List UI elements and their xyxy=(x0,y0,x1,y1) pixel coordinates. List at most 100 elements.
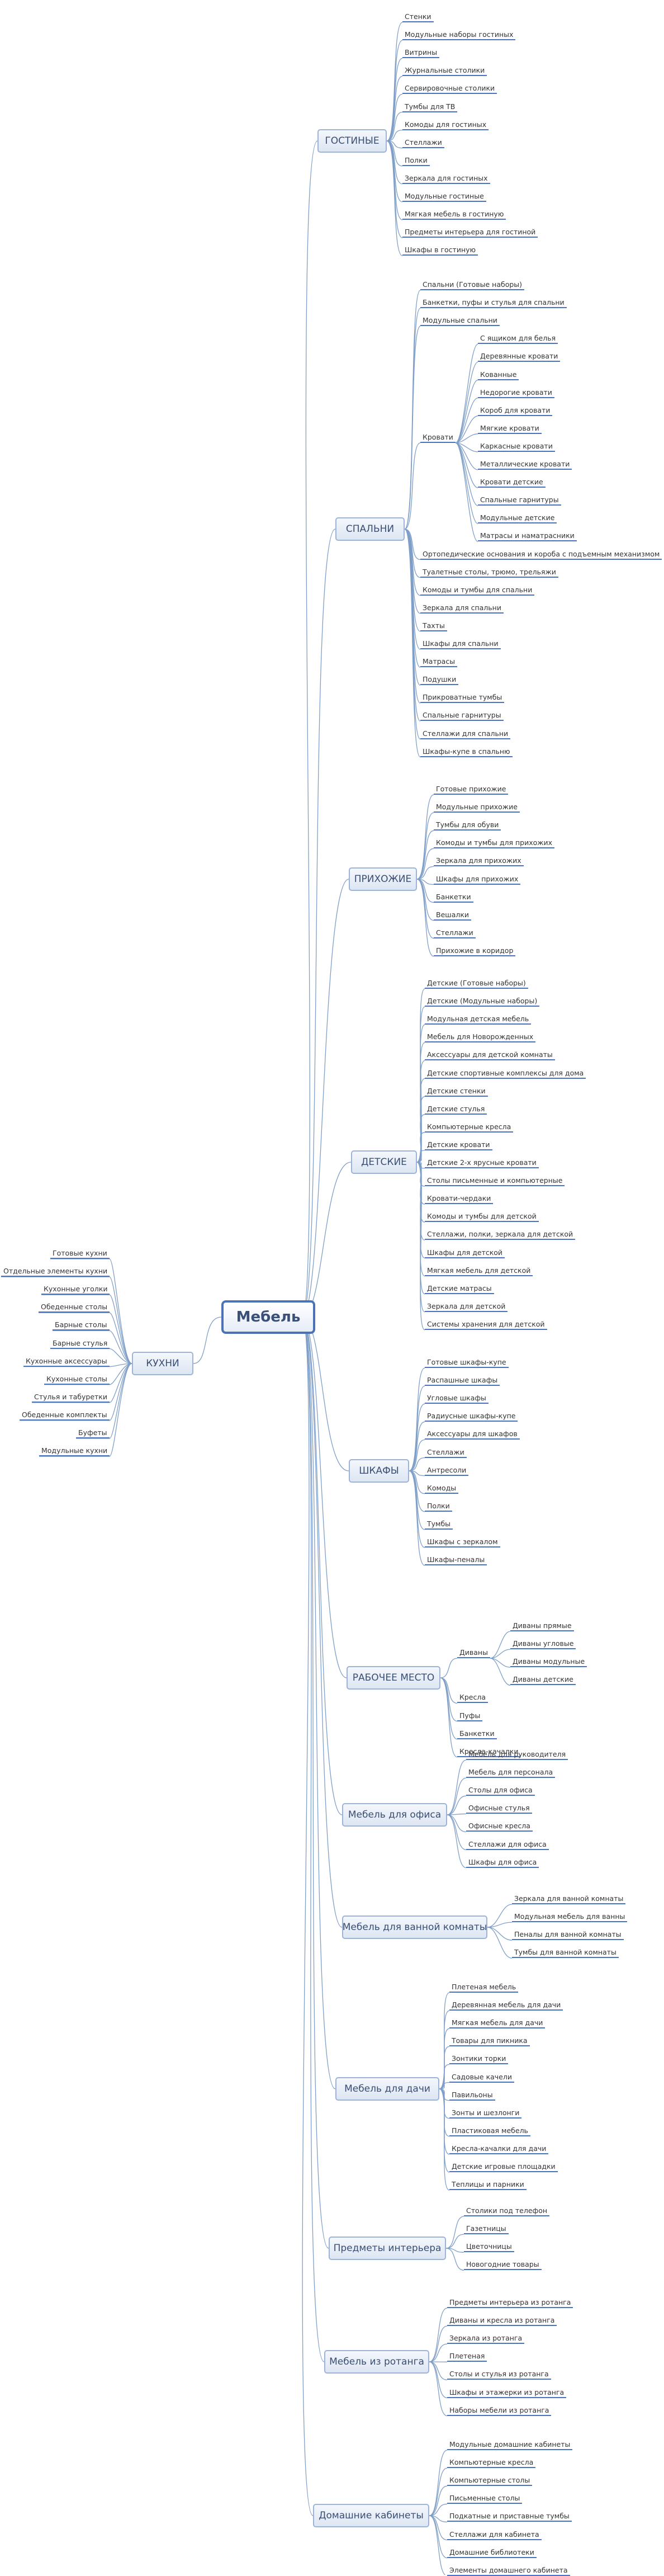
sub-item[interactable]: Кресла-качалки xyxy=(457,1747,521,1757)
branch-node-6[interactable]: РАБОЧЕЕ МЕСТО xyxy=(347,1666,440,1690)
sub-item[interactable]: Детские 2-х ярусные кровати xyxy=(425,1158,539,1168)
sub-item[interactable]: Стеллажи xyxy=(434,928,476,938)
sub-item[interactable]: Матрасы xyxy=(420,657,458,668)
branch-node-10[interactable]: Предметы интерьера xyxy=(329,2237,446,2260)
sub-item[interactable]: Павильоны xyxy=(449,2091,495,2101)
sub-item[interactable]: Письменные столы xyxy=(447,2494,523,2504)
sub-item[interactable]: Газетницы xyxy=(464,2224,509,2235)
sub-item[interactable]: Журнальные столики xyxy=(402,66,487,77)
sub-item[interactable]: Комоды xyxy=(425,1484,459,1494)
sub-item[interactable]: Столики под телефон xyxy=(464,2206,550,2216)
sub-item[interactable]: Деревянная мебель для дачи xyxy=(449,2001,563,2011)
sub-item[interactable]: Буфеты xyxy=(76,1428,110,1438)
sub-item[interactable]: Обеденные столы xyxy=(39,1303,110,1313)
sub-item[interactable]: Плетеная xyxy=(447,2352,487,2362)
sub-item[interactable]: Зеркала из ротанга xyxy=(447,2334,525,2344)
sub-item[interactable]: Модульные спальни xyxy=(420,316,500,327)
sub-item[interactable]: Пеналы для ванной комнаты xyxy=(512,1930,624,1941)
sub-item[interactable]: Плетеная мебель xyxy=(449,1983,519,1993)
child-item[interactable]: Модульные детские xyxy=(478,513,557,524)
child-item[interactable]: Металлические кровати xyxy=(478,460,572,470)
child-item[interactable]: Короб для кровати xyxy=(478,406,553,416)
sub-item[interactable]: Угловые шкафы xyxy=(425,1394,488,1404)
sub-item[interactable]: Кухонные аксессуары xyxy=(23,1357,110,1367)
sub-item[interactable]: Пуфы xyxy=(457,1711,483,1721)
sub-item[interactable]: Антресоли xyxy=(425,1466,469,1476)
sub-item[interactable]: Модульные гостиные xyxy=(402,192,486,202)
sub-item[interactable]: Новогодние товары xyxy=(464,2260,542,2271)
sub-item[interactable]: Комоды и тумбы для детской xyxy=(425,1212,539,1223)
sub-item[interactable]: Теплицы и парники xyxy=(449,2180,527,2191)
sub-item[interactable]: Стеллажи xyxy=(402,138,444,148)
sub-item[interactable]: Модульные кухни xyxy=(39,1446,110,1457)
sub-item[interactable]: Аксессуары для шкафов xyxy=(425,1429,520,1440)
sub-item[interactable]: Кухонные уголки xyxy=(41,1285,110,1295)
sub-item[interactable]: Стеллажи для кабинета xyxy=(447,2530,542,2540)
sub-item[interactable]: Стеллажи для спальни xyxy=(420,729,511,739)
sub-item[interactable]: Модульная мебель для ванны xyxy=(512,1912,628,1923)
sub-item[interactable]: Подкатные и приставные тумбы xyxy=(447,2512,572,2522)
sub-item[interactable]: Мягкая мебель для детской xyxy=(425,1266,533,1276)
branch-node-13[interactable]: КУХНИ xyxy=(132,1352,193,1375)
sub-item[interactable]: Стеллажи, полки, зеркала для детской xyxy=(425,1230,576,1240)
sub-item[interactable]: Шкафы в гостиную xyxy=(402,246,478,256)
sub-item[interactable]: Мебель для персонала xyxy=(466,1768,556,1778)
sub-item[interactable]: Аксессуары для детской комнаты xyxy=(425,1050,555,1061)
sub-item[interactable]: Банкетки, пуфы и стулья для спальни xyxy=(420,298,567,309)
sub-item[interactable]: Детские стулья xyxy=(425,1105,487,1115)
sub-item[interactable]: Тумбы для ванной комнаты xyxy=(512,1948,619,1959)
child-item[interactable]: Матрасы и наматрасники xyxy=(478,531,577,542)
sub-item[interactable]: Кровати xyxy=(420,433,456,443)
sub-item[interactable]: Диваны xyxy=(457,1648,490,1659)
sub-item[interactable]: Готовые шкафы-купе xyxy=(425,1358,509,1368)
branch-node-11[interactable]: Мебель из ротанга xyxy=(324,2350,429,2374)
sub-item[interactable]: Кровати-чердаки xyxy=(425,1194,494,1205)
sub-item[interactable]: Предметы интерьера из ротанга xyxy=(447,2298,573,2308)
sub-item[interactable]: Предметы интерьера для гостиной xyxy=(402,228,538,238)
sub-item[interactable]: Барные стулья xyxy=(50,1339,110,1349)
branch-node-3[interactable]: ПРИХОЖИЕ xyxy=(349,867,417,891)
sub-item[interactable]: Комоды и тумбы для прихожих xyxy=(434,838,555,849)
sub-item[interactable]: Комоды для гостиных xyxy=(402,120,489,130)
sub-item[interactable]: Вешалки xyxy=(434,910,472,921)
sub-item[interactable]: Домашние библиотеки xyxy=(447,2548,537,2558)
child-item[interactable]: Диваны модульные xyxy=(510,1657,587,1668)
sub-item[interactable]: Садовые качели xyxy=(449,2073,514,2083)
sub-item[interactable]: Мягкая мебель для дачи xyxy=(449,2018,546,2029)
sub-item[interactable]: Ортопедические основания и короба с подъ… xyxy=(420,550,662,560)
sub-item[interactable]: Детские (Готовые наборы) xyxy=(425,979,528,989)
sub-item[interactable]: Стеллажи xyxy=(425,1448,467,1458)
sub-item[interactable]: Комоды и тумбы для спальни xyxy=(420,586,535,596)
sub-item[interactable]: Мягкая мебель в гостиную xyxy=(402,210,506,220)
sub-item[interactable]: Компьютерные кресла xyxy=(425,1122,514,1133)
child-item[interactable]: Деревянные кровати xyxy=(478,352,561,362)
sub-item[interactable]: Подушки xyxy=(420,675,459,686)
sub-item[interactable]: Отдельные элементы кухни xyxy=(1,1267,110,1277)
sub-item[interactable]: Модульные наборы гостиных xyxy=(402,30,516,41)
branch-node-2[interactable]: СПАЛЬНИ xyxy=(335,517,405,541)
sub-item[interactable]: Обеденные комплекты xyxy=(20,1410,110,1421)
sub-item[interactable]: Зеркала для ванной комнаты xyxy=(512,1894,626,1904)
sub-item[interactable]: Столы для офиса xyxy=(466,1786,535,1796)
child-item[interactable]: Каркасные кровати xyxy=(478,442,555,452)
sub-item[interactable]: Компьютерные столы xyxy=(447,2476,533,2487)
child-item[interactable]: Диваны детские xyxy=(510,1675,576,1686)
sub-item[interactable]: Готовые кухни xyxy=(50,1249,110,1259)
sub-item[interactable]: Детские матрасы xyxy=(425,1284,494,1294)
sub-item[interactable]: Пластиковая мебель xyxy=(449,2126,530,2136)
branch-node-1[interactable]: ГОСТИНЫЕ xyxy=(317,129,387,153)
sub-item[interactable]: Мебель для руководителя xyxy=(466,1750,568,1760)
sub-item[interactable]: Офисные стулья xyxy=(466,1804,532,1814)
child-item[interactable]: Недорогие кровати xyxy=(478,388,554,398)
sub-item[interactable]: Шкафы-купе в спальню xyxy=(420,747,513,757)
sub-item[interactable]: Диваны и кресла из ротанга xyxy=(447,2316,557,2327)
sub-item[interactable]: Детские (Модульные наборы) xyxy=(425,997,540,1007)
sub-item[interactable]: Стенки xyxy=(402,12,434,22)
branch-node-7[interactable]: Мебель для офиса xyxy=(342,1803,447,1827)
sub-item[interactable]: Системы хранения для детской xyxy=(425,1320,547,1330)
sub-item[interactable]: Шкафы для спальни xyxy=(420,639,501,649)
sub-item[interactable]: Барные столы xyxy=(53,1320,110,1331)
sub-item[interactable]: Туалетные столы, трюмо, трельяжи xyxy=(420,568,558,578)
sub-item[interactable]: Распашные шкафы xyxy=(425,1376,500,1386)
sub-item[interactable]: Шкафы для офиса xyxy=(466,1858,539,1868)
